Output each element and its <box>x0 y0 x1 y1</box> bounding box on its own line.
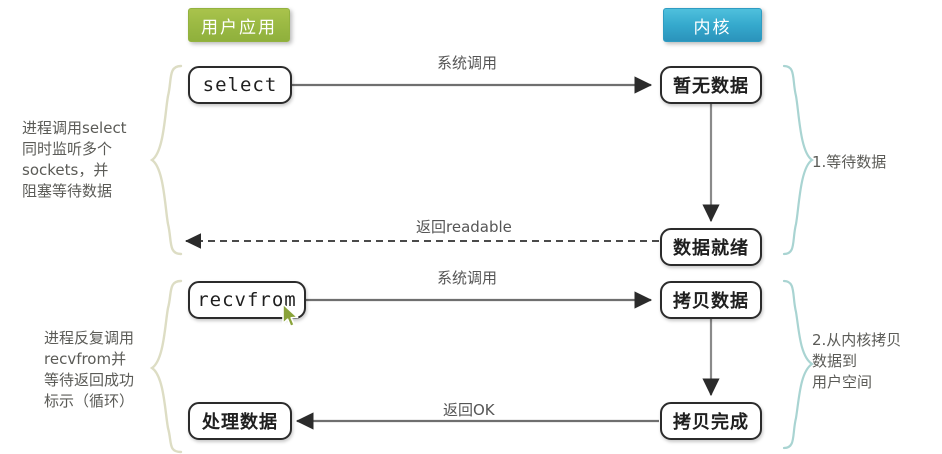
node-copy-data: 拷贝数据 <box>660 281 762 319</box>
brace-right-top <box>782 64 814 256</box>
annotation-right-top: 1.等待数据 <box>812 153 887 171</box>
node-copy-done: 拷贝完成 <box>660 402 762 440</box>
node-copy-data-label: 拷贝数据 <box>673 291 749 312</box>
node-no-data-label: 暂无数据 <box>673 76 749 97</box>
node-process-data: 处理数据 <box>188 402 292 440</box>
node-process-data-label: 处理数据 <box>202 412 278 433</box>
edge-label-syscall-2: 系统调用 <box>437 269 498 287</box>
column-header-kernel: 内核 <box>663 8 762 42</box>
node-recvfrom: recvfrom <box>188 281 306 319</box>
brace-left-top <box>149 64 183 256</box>
annotation-left-top: 进程调用select 同时监听多个 sockets，并 阻塞等待数据 <box>22 119 127 200</box>
annotation-left-bottom: 进程反复调用 recvfrom并 等待返回成功 标示（循环） <box>44 329 135 410</box>
edge-label-syscall-1: 系统调用 <box>437 54 498 72</box>
column-header-user-label: 用户应用 <box>201 17 277 37</box>
node-select-label: select <box>202 74 278 96</box>
column-header-user: 用户应用 <box>188 8 290 42</box>
edge-label-return-ok: 返回OK <box>443 401 495 419</box>
node-select: select <box>188 66 292 104</box>
column-header-kernel-label: 内核 <box>693 17 732 37</box>
edge-label-return-readable: 返回readable <box>416 218 512 236</box>
node-copy-done-label: 拷贝完成 <box>673 412 749 433</box>
node-no-data: 暂无数据 <box>660 66 762 104</box>
annotation-right-bottom: 2.从内核拷贝 数据到 用户空间 <box>812 331 902 391</box>
brace-left-bottom <box>149 279 183 454</box>
mouse-cursor-icon <box>282 303 299 328</box>
node-recvfrom-label: recvfrom <box>197 289 297 311</box>
brace-right-bottom <box>782 279 814 450</box>
node-data-ready-label: 数据就绪 <box>673 238 749 259</box>
node-data-ready: 数据就绪 <box>660 228 762 266</box>
